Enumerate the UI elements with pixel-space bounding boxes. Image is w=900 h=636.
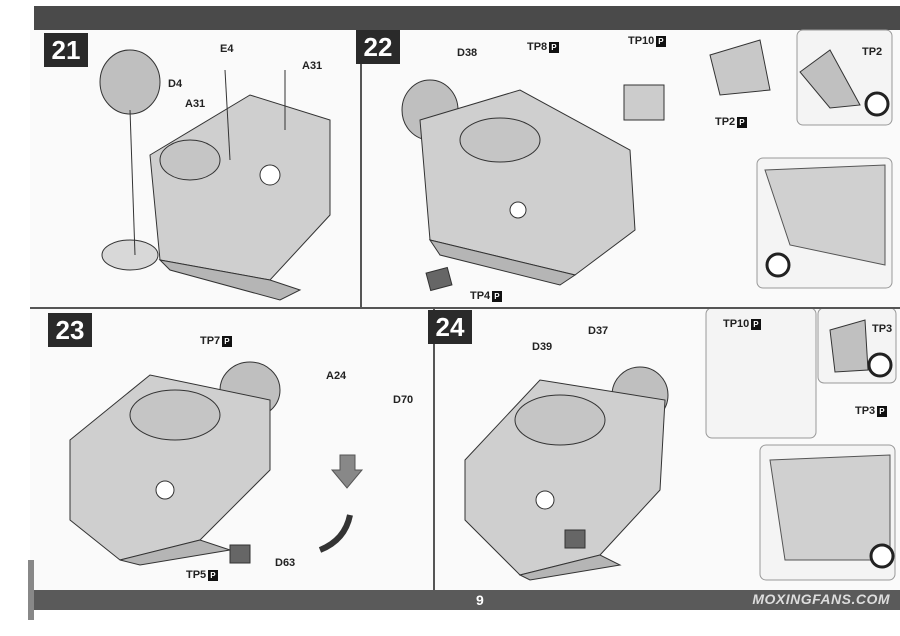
part-label: D70 xyxy=(393,394,414,406)
part-label: A31 xyxy=(302,60,323,72)
part-label: D63 xyxy=(275,557,296,569)
step-21-number: 21 xyxy=(44,33,88,67)
step-divider-vertical-bottom xyxy=(433,309,435,590)
step-21-illustration xyxy=(99,49,331,301)
step-22-illustration xyxy=(401,39,771,292)
header-bar xyxy=(34,6,900,30)
watermark: MOXINGFANS.COM xyxy=(752,591,890,607)
part-label: E4 xyxy=(220,43,234,55)
step-24-number: 24 xyxy=(428,310,472,344)
step-24-illustration xyxy=(464,366,669,581)
step-divider-vertical-top xyxy=(360,30,362,308)
footer-bar xyxy=(34,590,900,610)
part-label: D4 xyxy=(168,78,183,90)
part-label: D37 xyxy=(588,325,609,337)
part-label: A31 xyxy=(185,98,206,110)
step-divider-horizontal xyxy=(30,307,900,309)
step-22-number: 22 xyxy=(356,30,400,64)
step-22-detail-boxes xyxy=(756,29,893,289)
step-23-number: 23 xyxy=(48,313,92,347)
part-label: TP3 xyxy=(872,323,893,335)
part-label: D38 xyxy=(457,47,478,59)
part-label: A24 xyxy=(326,370,347,382)
page-spine xyxy=(28,560,34,620)
step-24-detail-boxes xyxy=(705,307,897,581)
part-label: D39 xyxy=(532,341,553,353)
page-number: 9 xyxy=(476,592,484,608)
part-label: TP2 xyxy=(862,46,883,58)
step-23-illustration xyxy=(69,361,364,566)
